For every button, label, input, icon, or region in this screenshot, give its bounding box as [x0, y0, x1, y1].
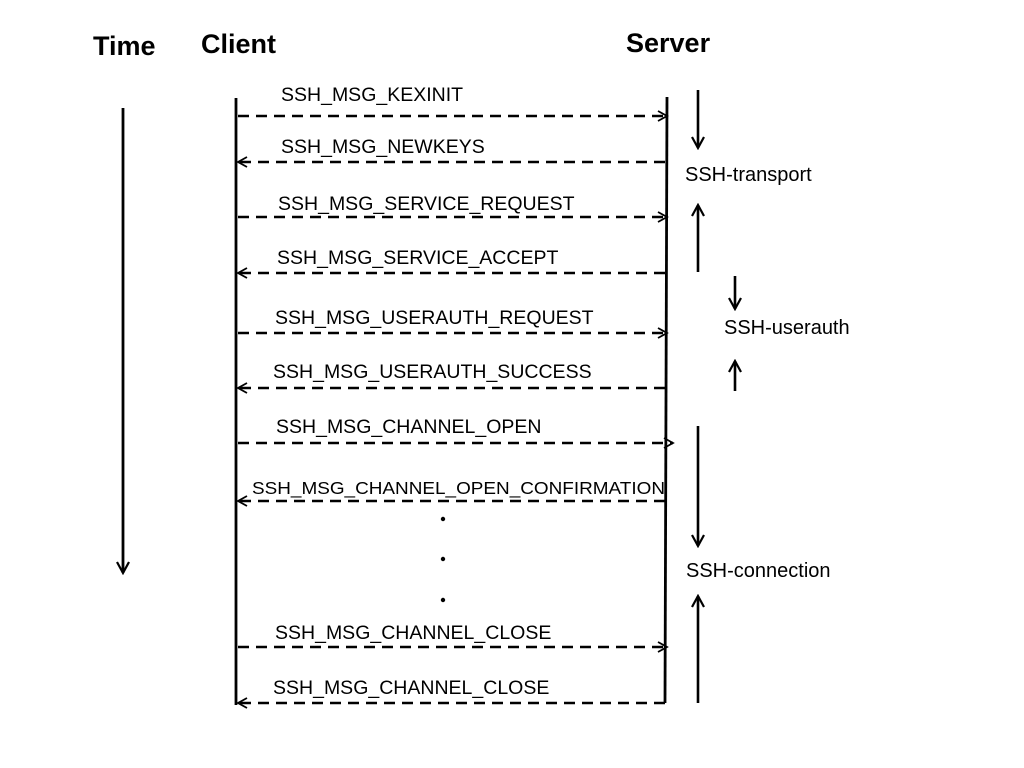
ssh-userauth-layer: SSH-userauth — [724, 276, 850, 391]
layer-label: SSH-transport — [685, 164, 812, 186]
message-label: SSH_MSG_SERVICE_REQUEST — [278, 193, 575, 215]
message-5: SSH_MSG_USERAUTH_REQUEST — [238, 307, 669, 339]
dot — [440, 516, 446, 522]
message-8: SSH_MSG_CHANNEL_OPEN_CONFIRMATION — [236, 478, 665, 507]
client-heading: Client — [201, 29, 276, 59]
server-heading: Server — [626, 28, 711, 58]
layer-label: SSH-connection — [686, 560, 831, 582]
message-label: SSH_MSG_NEWKEYS — [281, 136, 485, 158]
ssh-connection-layer: SSH-connection — [686, 426, 831, 703]
message-3: SSH_MSG_SERVICE_REQUEST — [238, 193, 669, 223]
message-9: SSH_MSG_CHANNEL_CLOSE — [238, 622, 669, 653]
message-6: SSH_MSG_USERAUTH_SUCCESS — [236, 361, 665, 394]
message-label: SSH_MSG_CHANNEL_CLOSE — [273, 677, 549, 699]
message-label: SSH_MSG_USERAUTH_REQUEST — [275, 307, 594, 329]
server-lifeline — [663, 96, 669, 704]
dot — [440, 556, 446, 562]
layer-label: SSH-userauth — [724, 317, 850, 339]
message-label: SSH_MSG_USERAUTH_SUCCESS — [273, 361, 592, 383]
message-label: SSH_MSG_KEXINIT — [281, 84, 463, 106]
message-2: SSH_MSG_NEWKEYS — [236, 136, 665, 168]
dot — [440, 597, 446, 603]
message-10: SSH_MSG_CHANNEL_CLOSE — [236, 677, 665, 709]
message-label: SSH_MSG_CHANNEL_CLOSE — [275, 622, 551, 644]
message-label: SSH_MSG_SERVICE_ACCEPT — [277, 247, 558, 269]
message-1: SSH_MSG_KEXINIT — [238, 84, 669, 122]
continuation-dots — [440, 516, 446, 603]
time-heading: Time — [93, 31, 156, 61]
message-label: SSH_MSG_CHANNEL_OPEN — [276, 416, 542, 438]
ssh-transport-layer: SSH-transport — [685, 90, 812, 272]
message-label: SSH_MSG_CHANNEL_OPEN_CONFIRMATION — [252, 478, 665, 499]
message-7: SSH_MSG_CHANNEL_OPEN — [238, 416, 675, 449]
message-4: SSH_MSG_SERVICE_ACCEPT — [236, 247, 665, 279]
